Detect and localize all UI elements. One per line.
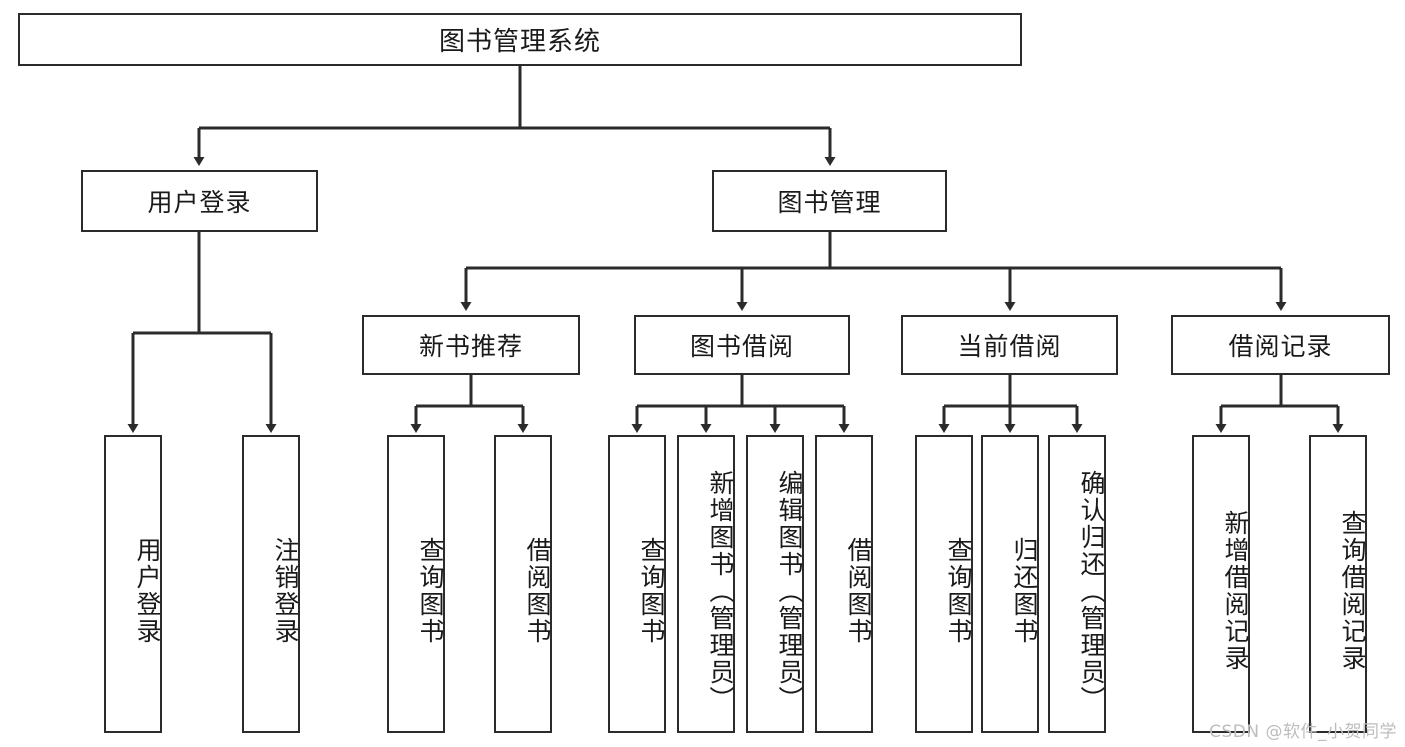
leaf-current-confirm-return-admin[interactable]: 确认归还（管理员）: [1048, 435, 1106, 733]
node-user-login[interactable]: 用户登录: [81, 170, 318, 232]
leaf-new-book-borrow[interactable]: 借阅图书: [494, 435, 552, 733]
leaf-current-return-book[interactable]: 归还图书: [981, 435, 1039, 733]
leaf-borrow-borrow-book[interactable]: 借阅图书: [815, 435, 873, 733]
leaf-label: 注销登录: [271, 537, 300, 645]
node-root-system[interactable]: 图书管理系统: [18, 13, 1022, 66]
leaf-user-login-logout[interactable]: 注销登录: [242, 435, 300, 733]
watermark-text: CSDN @软件_小贺同学: [1209, 722, 1397, 742]
leaf-label: 编辑图书（管理员）: [775, 469, 804, 713]
leaf-user-login-login[interactable]: 用户登录: [104, 435, 162, 733]
leaf-record-add-record[interactable]: 新增借阅记录: [1192, 435, 1250, 733]
leaf-new-book-query[interactable]: 查询图书: [387, 435, 445, 733]
leaf-label: 新增图书（管理员）: [706, 469, 735, 713]
leaf-borrow-edit-book-admin[interactable]: 编辑图书（管理员）: [746, 435, 804, 733]
node-book-borrow[interactable]: 图书借阅: [634, 315, 850, 375]
leaf-current-query-book[interactable]: 查询图书: [915, 435, 973, 733]
leaf-borrow-query-book[interactable]: 查询图书: [608, 435, 666, 733]
node-borrow-record[interactable]: 借阅记录: [1171, 315, 1390, 375]
node-current-borrow[interactable]: 当前借阅: [901, 315, 1118, 375]
node-new-book-recommend[interactable]: 新书推荐: [362, 315, 580, 375]
leaf-label: 查询图书: [944, 537, 973, 645]
leaf-label: 查询图书: [637, 537, 666, 645]
leaf-label: 用户登录: [133, 537, 162, 645]
leaf-label: 查询借阅记录: [1338, 510, 1367, 672]
leaf-label: 借阅图书: [523, 537, 552, 645]
node-book-management[interactable]: 图书管理: [712, 170, 947, 232]
leaf-label: 归还图书: [1010, 537, 1039, 645]
leaf-label: 新增借阅记录: [1221, 510, 1250, 672]
leaf-borrow-add-book-admin[interactable]: 新增图书（管理员）: [677, 435, 735, 733]
leaf-label: 借阅图书: [844, 537, 873, 645]
leaf-record-query-record[interactable]: 查询借阅记录: [1309, 435, 1367, 733]
leaf-label: 查询图书: [416, 537, 445, 645]
leaf-label: 确认归还（管理员）: [1077, 469, 1106, 713]
